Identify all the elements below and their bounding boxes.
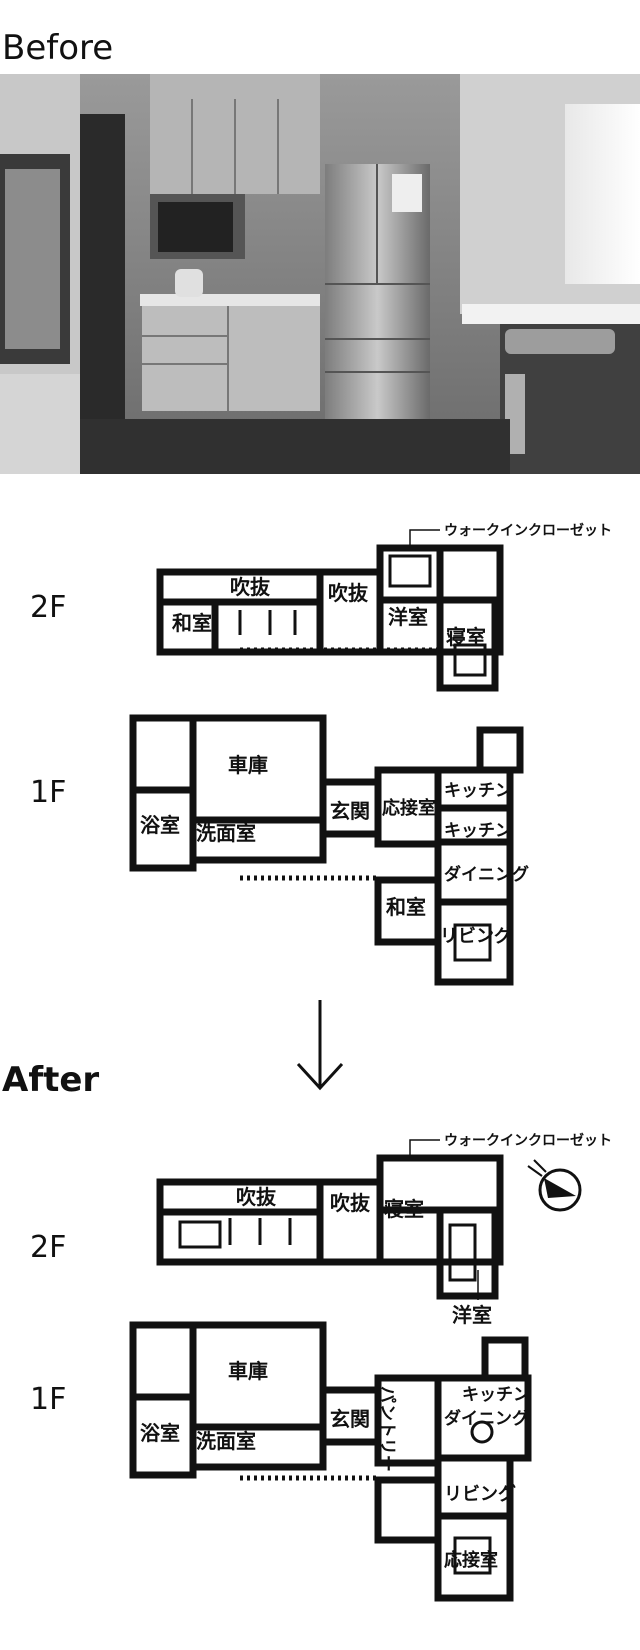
before-1f-label: 1F <box>30 775 67 810</box>
after-2f-room-yoshitsu: 洋室 <box>452 1303 492 1327</box>
after-1f-room-bath: 浴室 <box>140 1421 180 1445</box>
before-1f-room-bath: 浴室 <box>140 813 180 837</box>
after-2f-callout-walkin-closet: ウォークインクローゼット <box>444 1132 612 1149</box>
after-1f-room-garage: 車庫 <box>228 1359 268 1383</box>
after-heading: After <box>2 1060 100 1100</box>
before-1f-plan: 車庫 浴室 洗面室 玄関 応接室 キッチン キッチン ダイニング 和室 リビング <box>129 714 529 986</box>
after-1f-plan: 車庫 浴室 洗面室 玄関 パントリー キッチン ダイニング リビング 応接室 <box>129 1321 532 1602</box>
compass-icon <box>527 1159 582 1212</box>
before-heading: Before <box>2 28 114 68</box>
before-2f-room-fukinuke-1: 吹抜 <box>230 575 271 599</box>
before-1f-room-garage: 車庫 <box>228 753 268 777</box>
after-2f-room-shinshitsu: 寝室 <box>384 1197 424 1221</box>
after-1f-label: 1F <box>30 1382 67 1417</box>
after-2f-room-fukinuke-1: 吹抜 <box>236 1185 277 1209</box>
after-1f-room-living: リビング <box>444 1483 516 1505</box>
arrow-down-icon <box>296 1000 344 1091</box>
before-1f-room-dining: ダイニング <box>444 864 529 885</box>
before-2f-room-fukinuke-2: 吹抜 <box>328 581 369 605</box>
before-2f-label: 2F <box>30 590 67 625</box>
before-1f-room-kitchen-1: キッチン <box>444 781 512 801</box>
before-2f-callout-walkin-closet: ウォークインクローゼット <box>444 522 612 539</box>
after-2f-plan: ウォークインクローゼット 吹抜 吹抜 寝室 洋室 <box>156 1132 612 1327</box>
after-1f-room-washroom: 洗面室 <box>196 1429 256 1453</box>
before-2f-room-yoshitsu: 洋室 <box>388 605 428 629</box>
after-1f-room-entrance: 玄関 <box>330 1407 370 1431</box>
before-1f-room-kitchen-2: キッチン <box>444 821 512 841</box>
before-1f-room-washroom: 洗面室 <box>196 821 256 845</box>
before-1f-room-reception: 応接室 <box>382 797 436 819</box>
before-2f-room-washitsu: 和室 <box>172 611 212 635</box>
after-1f-room-reception: 応接室 <box>444 1549 498 1571</box>
after-1f-room-kitchen: キッチン <box>462 1385 530 1405</box>
after-2f-label: 2F <box>30 1230 67 1265</box>
after-2f-room-fukinuke-2: 吹抜 <box>330 1191 371 1215</box>
before-1f-room-washitsu: 和室 <box>386 895 426 919</box>
before-2f-plan: ウォークインクローゼット 吹抜 吹抜 和室 洋室 寝室 <box>156 522 612 692</box>
after-1f-room-dining: ダイニング <box>444 1408 529 1429</box>
before-1f-room-living: リビング <box>440 925 512 947</box>
after-1f-room-pantry: パントリー <box>377 1386 397 1472</box>
kitchen-photo <box>0 74 640 474</box>
before-1f-room-entrance: 玄関 <box>330 799 370 823</box>
before-2f-room-shinshitsu: 寝室 <box>446 625 486 649</box>
